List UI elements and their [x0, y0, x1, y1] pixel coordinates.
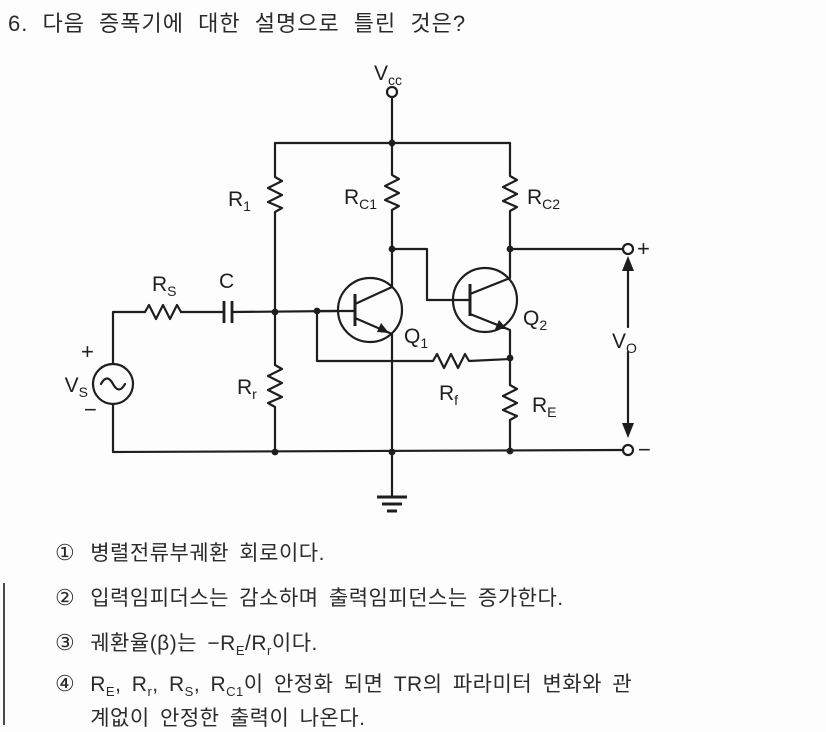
option-1-number: ① — [55, 540, 76, 565]
resistor-rc2 — [501, 141, 519, 251]
label-vs: VS — [65, 374, 88, 400]
vs-minus-sign: − — [84, 397, 97, 422]
amplifier-circuit-diagram: Vcc R1 RC1 RC2 Q1 Q2 + VO − RE Rf + − VS — [65, 62, 651, 513]
label-rf: Rf — [439, 382, 458, 408]
option-1-text: 병렬전류부궤환 회로이다. — [90, 542, 325, 565]
option-1: ① 병렬전류부궤환 회로이다. — [55, 540, 325, 567]
label-rr: Rr — [237, 376, 257, 402]
label-rs: RS — [152, 273, 177, 299]
option-3-text: 궤환율(β)는 −RE/Rr이다. — [90, 632, 318, 659]
q1-emitter-arrow — [377, 323, 389, 333]
vcc-terminal — [385, 85, 399, 99]
output-plus-sign: + — [637, 236, 650, 261]
resistor-r1 — [266, 141, 284, 314]
option-3: ③ 궤환율(β)는 −RE/Rr이다. — [55, 630, 318, 664]
resistor-rs — [143, 303, 183, 321]
label-vo: VO — [612, 330, 637, 356]
question-title: 6. 다음 증폭기에 대한 설명으로 틀린 것은? — [8, 11, 467, 36]
option-2-number: ② — [55, 585, 76, 610]
option-4-number: ④ — [55, 671, 76, 696]
junction-dots — [271, 139, 514, 456]
label-cap: C — [219, 270, 234, 293]
label-rc1: RC1 — [344, 186, 377, 212]
ground-symbol — [377, 495, 407, 513]
label-q1: Q1 — [404, 325, 428, 351]
wire-q1-collector — [353, 247, 394, 306]
resistor-rf-feedback — [315, 309, 512, 370]
output-plus-terminal — [621, 242, 635, 256]
wire-vs-top — [111, 310, 147, 366]
wire-q2-collector — [468, 247, 512, 296]
option-2-text: 입력임피더스는 감소하며 출력임피던스는 증가한다. — [90, 587, 564, 610]
q2-emitter-arrow — [495, 320, 507, 329]
wire-bottom-rail — [111, 402, 625, 454]
label-r1: R1 — [228, 188, 251, 214]
resistor-rr — [266, 310, 284, 454]
option-4-text-line2: 계없이 안정한 출력이 나온다. — [90, 707, 366, 731]
output-minus-sign: − — [638, 437, 651, 462]
vs-sine-icon — [99, 377, 127, 391]
option-3-number: ③ — [55, 630, 76, 655]
label-q2: Q2 — [523, 307, 547, 333]
resistor-rc1 — [383, 141, 401, 251]
option-2: ② 입력임피더스는 감소하며 출력임피던스는 증가한다. — [55, 585, 564, 612]
wire-q2-emitter — [468, 312, 512, 360]
output-minus-terminal — [621, 443, 635, 457]
vo-arrow-up — [622, 256, 634, 271]
label-vcc: Vcc — [374, 62, 402, 88]
label-re: RE — [532, 394, 557, 420]
vo-arrow-down — [622, 423, 634, 438]
option-4: ④ RE, Rr, RS, RC1이 안정화 되면 TR의 파라미터 변화와 관… — [55, 671, 632, 732]
wire-q1-to-q2 — [390, 247, 472, 302]
wire-cap-to-base — [230, 309, 340, 314]
label-rc2: RC2 — [527, 186, 560, 212]
transistor-q2-body — [451, 266, 519, 334]
wire-q1-emitter — [353, 316, 394, 454]
left-margin-rule — [3, 583, 5, 725]
resistor-re — [501, 356, 519, 453]
vs-plus-sign: + — [81, 339, 94, 364]
